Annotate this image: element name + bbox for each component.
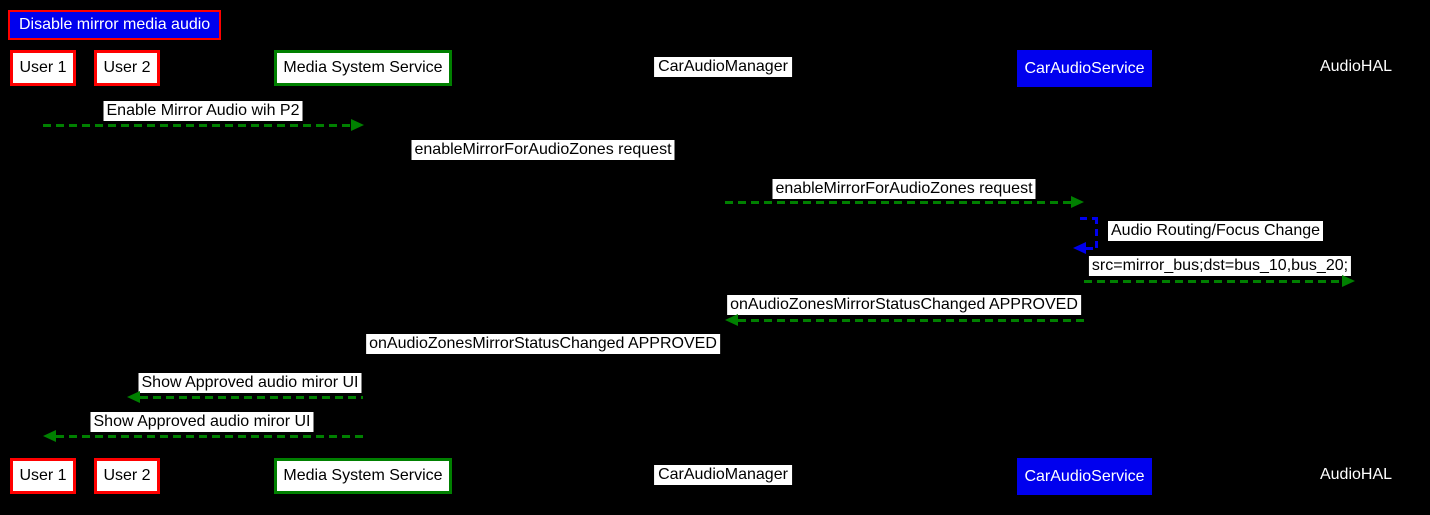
actor-caraudioservice-bottom: CarAudioService bbox=[1017, 458, 1152, 495]
actor-audiohal-bottom: AudioHAL bbox=[1319, 466, 1393, 483]
arrowhead-right-icon bbox=[1342, 275, 1355, 287]
message-label-status-approved-2: onAudioZonesMirrorStatusChanged APPROVED bbox=[366, 334, 720, 354]
arrowhead-left-icon bbox=[725, 314, 738, 326]
message-label-src-bus: src=mirror_bus;dst=bus_10,bus_20; bbox=[1088, 256, 1352, 276]
message-label-show-ui-1: Show Approved audio miror UI bbox=[138, 373, 362, 393]
message-arrow-enable-mirror bbox=[43, 124, 351, 127]
message-arrow-src-bus bbox=[1084, 280, 1343, 283]
actor-caraudioservice-top: CarAudioService bbox=[1017, 50, 1152, 87]
actor-user2-top: User 2 bbox=[94, 50, 160, 86]
message-arrow-enable-zones-2 bbox=[725, 201, 1072, 204]
actor-user1-bottom: User 1 bbox=[10, 458, 76, 494]
message-label-enable-zones-2: enableMirrorForAudioZones request bbox=[772, 179, 1036, 199]
message-arrow-show-ui-1 bbox=[140, 396, 363, 399]
message-arrow-show-ui-2 bbox=[56, 435, 363, 438]
message-label-status-approved-1: onAudioZonesMirrorStatusChanged APPROVED bbox=[727, 295, 1081, 315]
actor-caraudiomanager-bottom: CarAudioManager bbox=[654, 465, 792, 485]
actor-caraudiomanager-top: CarAudioManager bbox=[654, 57, 792, 77]
self-arrow-top-segment bbox=[1080, 217, 1098, 220]
actor-audiohal-top: AudioHAL bbox=[1319, 58, 1393, 75]
message-label-enable-mirror: Enable Mirror Audio wih P2 bbox=[103, 101, 303, 121]
self-arrow-right-segment bbox=[1095, 217, 1098, 250]
message-label-enable-zones-1: enableMirrorForAudioZones request bbox=[411, 140, 675, 160]
arrowhead-left-icon bbox=[127, 391, 140, 403]
arrowhead-right-icon bbox=[351, 119, 364, 131]
actor-user1-top: User 1 bbox=[10, 50, 76, 86]
arrowhead-right-icon bbox=[1071, 196, 1084, 208]
message-label-show-ui-2: Show Approved audio miror UI bbox=[90, 412, 314, 432]
message-label-audio-routing: Audio Routing/Focus Change bbox=[1108, 221, 1324, 241]
actor-media-system-service-top: Media System Service bbox=[274, 50, 452, 86]
message-arrow-status-approved-1 bbox=[738, 319, 1084, 322]
arrowhead-left-blue-icon bbox=[1073, 242, 1086, 254]
self-arrow-bottom-segment bbox=[1086, 247, 1097, 250]
actor-user2-bottom: User 2 bbox=[94, 458, 160, 494]
arrowhead-left-icon bbox=[43, 430, 56, 442]
diagram-title: Disable mirror media audio bbox=[8, 10, 222, 40]
actor-media-system-service-bottom: Media System Service bbox=[274, 458, 452, 494]
